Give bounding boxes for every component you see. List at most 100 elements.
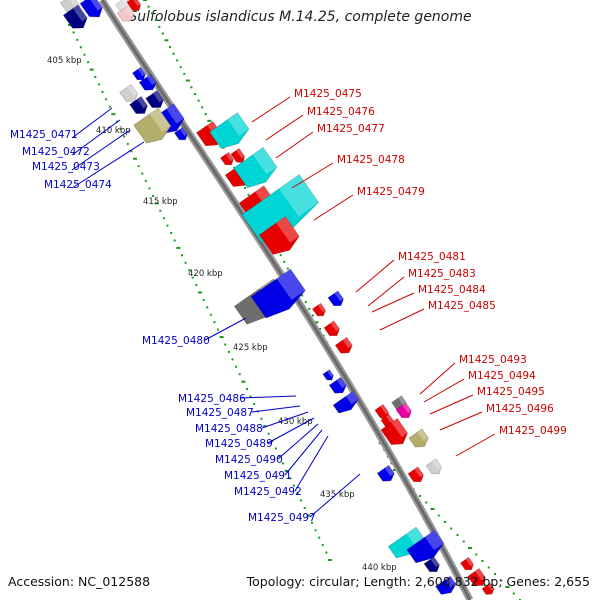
left-leader-line [309,473,361,518]
skew-dot-left [141,172,144,175]
feature-olive-b [408,428,429,448]
right-gene-label[interactable]: M1425_0493 [459,354,527,366]
skew-dot-right-b [456,534,459,536]
left-gene-label[interactable]: M1425_0492 [234,486,302,498]
right-gene-label[interactable]: M1425_0495 [477,386,545,398]
left-gene-label[interactable]: M1425_0471 [10,129,78,141]
right-leader-line [439,411,483,431]
right-gene-label[interactable]: M1425_0479 [357,186,425,198]
kbp-tick-label: 410 kbp [96,126,131,136]
skew-dot-left [191,276,194,279]
skew-dot-left [195,284,198,287]
left-gene-label[interactable]: M1425_0487 [186,407,254,419]
backbone-inner [100,0,472,600]
skew-dot-left [72,31,75,34]
skew-dot-left [87,61,90,64]
right-gene-label[interactable]: M1425_0478 [337,154,405,166]
skew-dot-left [267,432,270,435]
skew-dot-right-b [393,469,397,471]
skew-dot-right-b [481,560,484,562]
skew-dot-left [206,306,209,309]
kbp-tick-label: 440 kbp [362,563,397,573]
left-gene-label[interactable]: M1425_0474 [44,179,112,191]
skew-dot-left [213,321,216,324]
skew-dot-right-b [437,514,440,517]
right-gene-label[interactable]: M1425_0483 [408,268,476,280]
skew-dot-right-b [512,592,515,595]
skew-dot-left [245,388,248,391]
right-gene-label[interactable]: M1425_0476 [307,106,375,118]
left-gene-label[interactable]: M1425_0491 [224,470,292,482]
right-leader-line [313,194,354,221]
left-gene-label[interactable]: M1425_0490 [215,454,283,466]
feature-red-c [230,147,246,164]
left-leader-line [71,129,131,171]
skew-dot-right-b [430,508,435,510]
skew-dot-left [231,358,234,361]
feature-blue-k [406,529,445,564]
skew-dot-left [238,373,241,376]
right-leader-line [455,433,496,457]
right-gene-label[interactable]: M1425_0475 [294,88,362,100]
right-leader-line [379,308,425,331]
skew-dot-left [130,150,133,153]
skew-dot-right-a [197,99,200,102]
skew-dot-right-b [494,573,496,575]
right-gene-label[interactable]: M1425_0494 [468,370,536,382]
right-leader-line [371,292,415,313]
left-gene-label[interactable]: M1425_0489 [205,438,273,450]
feature-blue-top [79,0,103,18]
left-gene-label[interactable]: M1425_0488 [195,423,263,435]
skew-dot-right-a [176,59,179,62]
skew-dot-right-a [204,113,207,116]
skew-dot-right-a [172,52,175,55]
skew-dot-left [176,246,181,249]
left-gene-label[interactable]: M1425_0497 [248,512,316,524]
skew-dot-left [219,336,224,339]
skew-dot-left [133,157,137,160]
skew-dot-left [97,83,100,86]
map-title: Sulfolobus islandicus M.14.25, complete … [128,9,472,25]
right-leader-line [265,114,304,141]
left-gene-labels: M1425_0471M1425_0472M1425_0473M1425_0474… [10,107,361,524]
right-gene-label[interactable]: M1425_0485 [428,300,496,312]
skew-dot-left [328,559,332,561]
skew-dot-right-a [161,32,164,35]
right-gene-label[interactable]: M1425_0484 [418,284,486,296]
skew-dot-left [162,217,165,220]
skew-dot-right-a [247,193,250,196]
skew-dot-left [94,76,97,79]
left-leader-line [294,435,329,492]
left-gene-label[interactable]: M1425_0486 [178,393,246,405]
right-gene-label[interactable]: M1425_0499 [499,425,567,437]
skew-dot-right-a [154,19,157,22]
skew-dot-left [184,261,187,264]
skew-dot-right-a [179,66,182,69]
left-leader-line [277,423,319,460]
skew-dot-left [173,239,176,242]
skew-dot-left [68,24,72,26]
right-gene-label[interactable]: M1425_0481 [398,251,466,263]
accession-text: Accession: NC_012588 [8,574,151,589]
left-gene-label[interactable]: M1425_0473 [32,161,100,173]
feature-pink-top [116,4,135,22]
skew-dot-left [148,187,151,190]
feature-magenta-a [395,402,412,419]
skew-dot-left [306,514,311,517]
left-gene-label[interactable]: M1425_0472 [22,146,90,158]
left-gene-label[interactable]: M1425_0480 [142,335,210,347]
skew-dot-left [105,98,108,101]
right-leader-line [251,96,291,123]
feature-red-m [407,466,424,483]
skew-dot-left [235,365,238,368]
skew-dot-left [292,484,295,487]
skew-dot-right-a [183,72,186,75]
feature-red-p [481,582,495,595]
skew-dot-right-a [201,106,204,109]
feature-red-g [312,302,326,317]
right-gene-label[interactable]: M1425_0496 [486,403,554,415]
skew-dot-left [180,254,183,257]
skew-dot-left [303,506,306,509]
right-gene-label[interactable]: M1425_0477 [317,123,385,135]
